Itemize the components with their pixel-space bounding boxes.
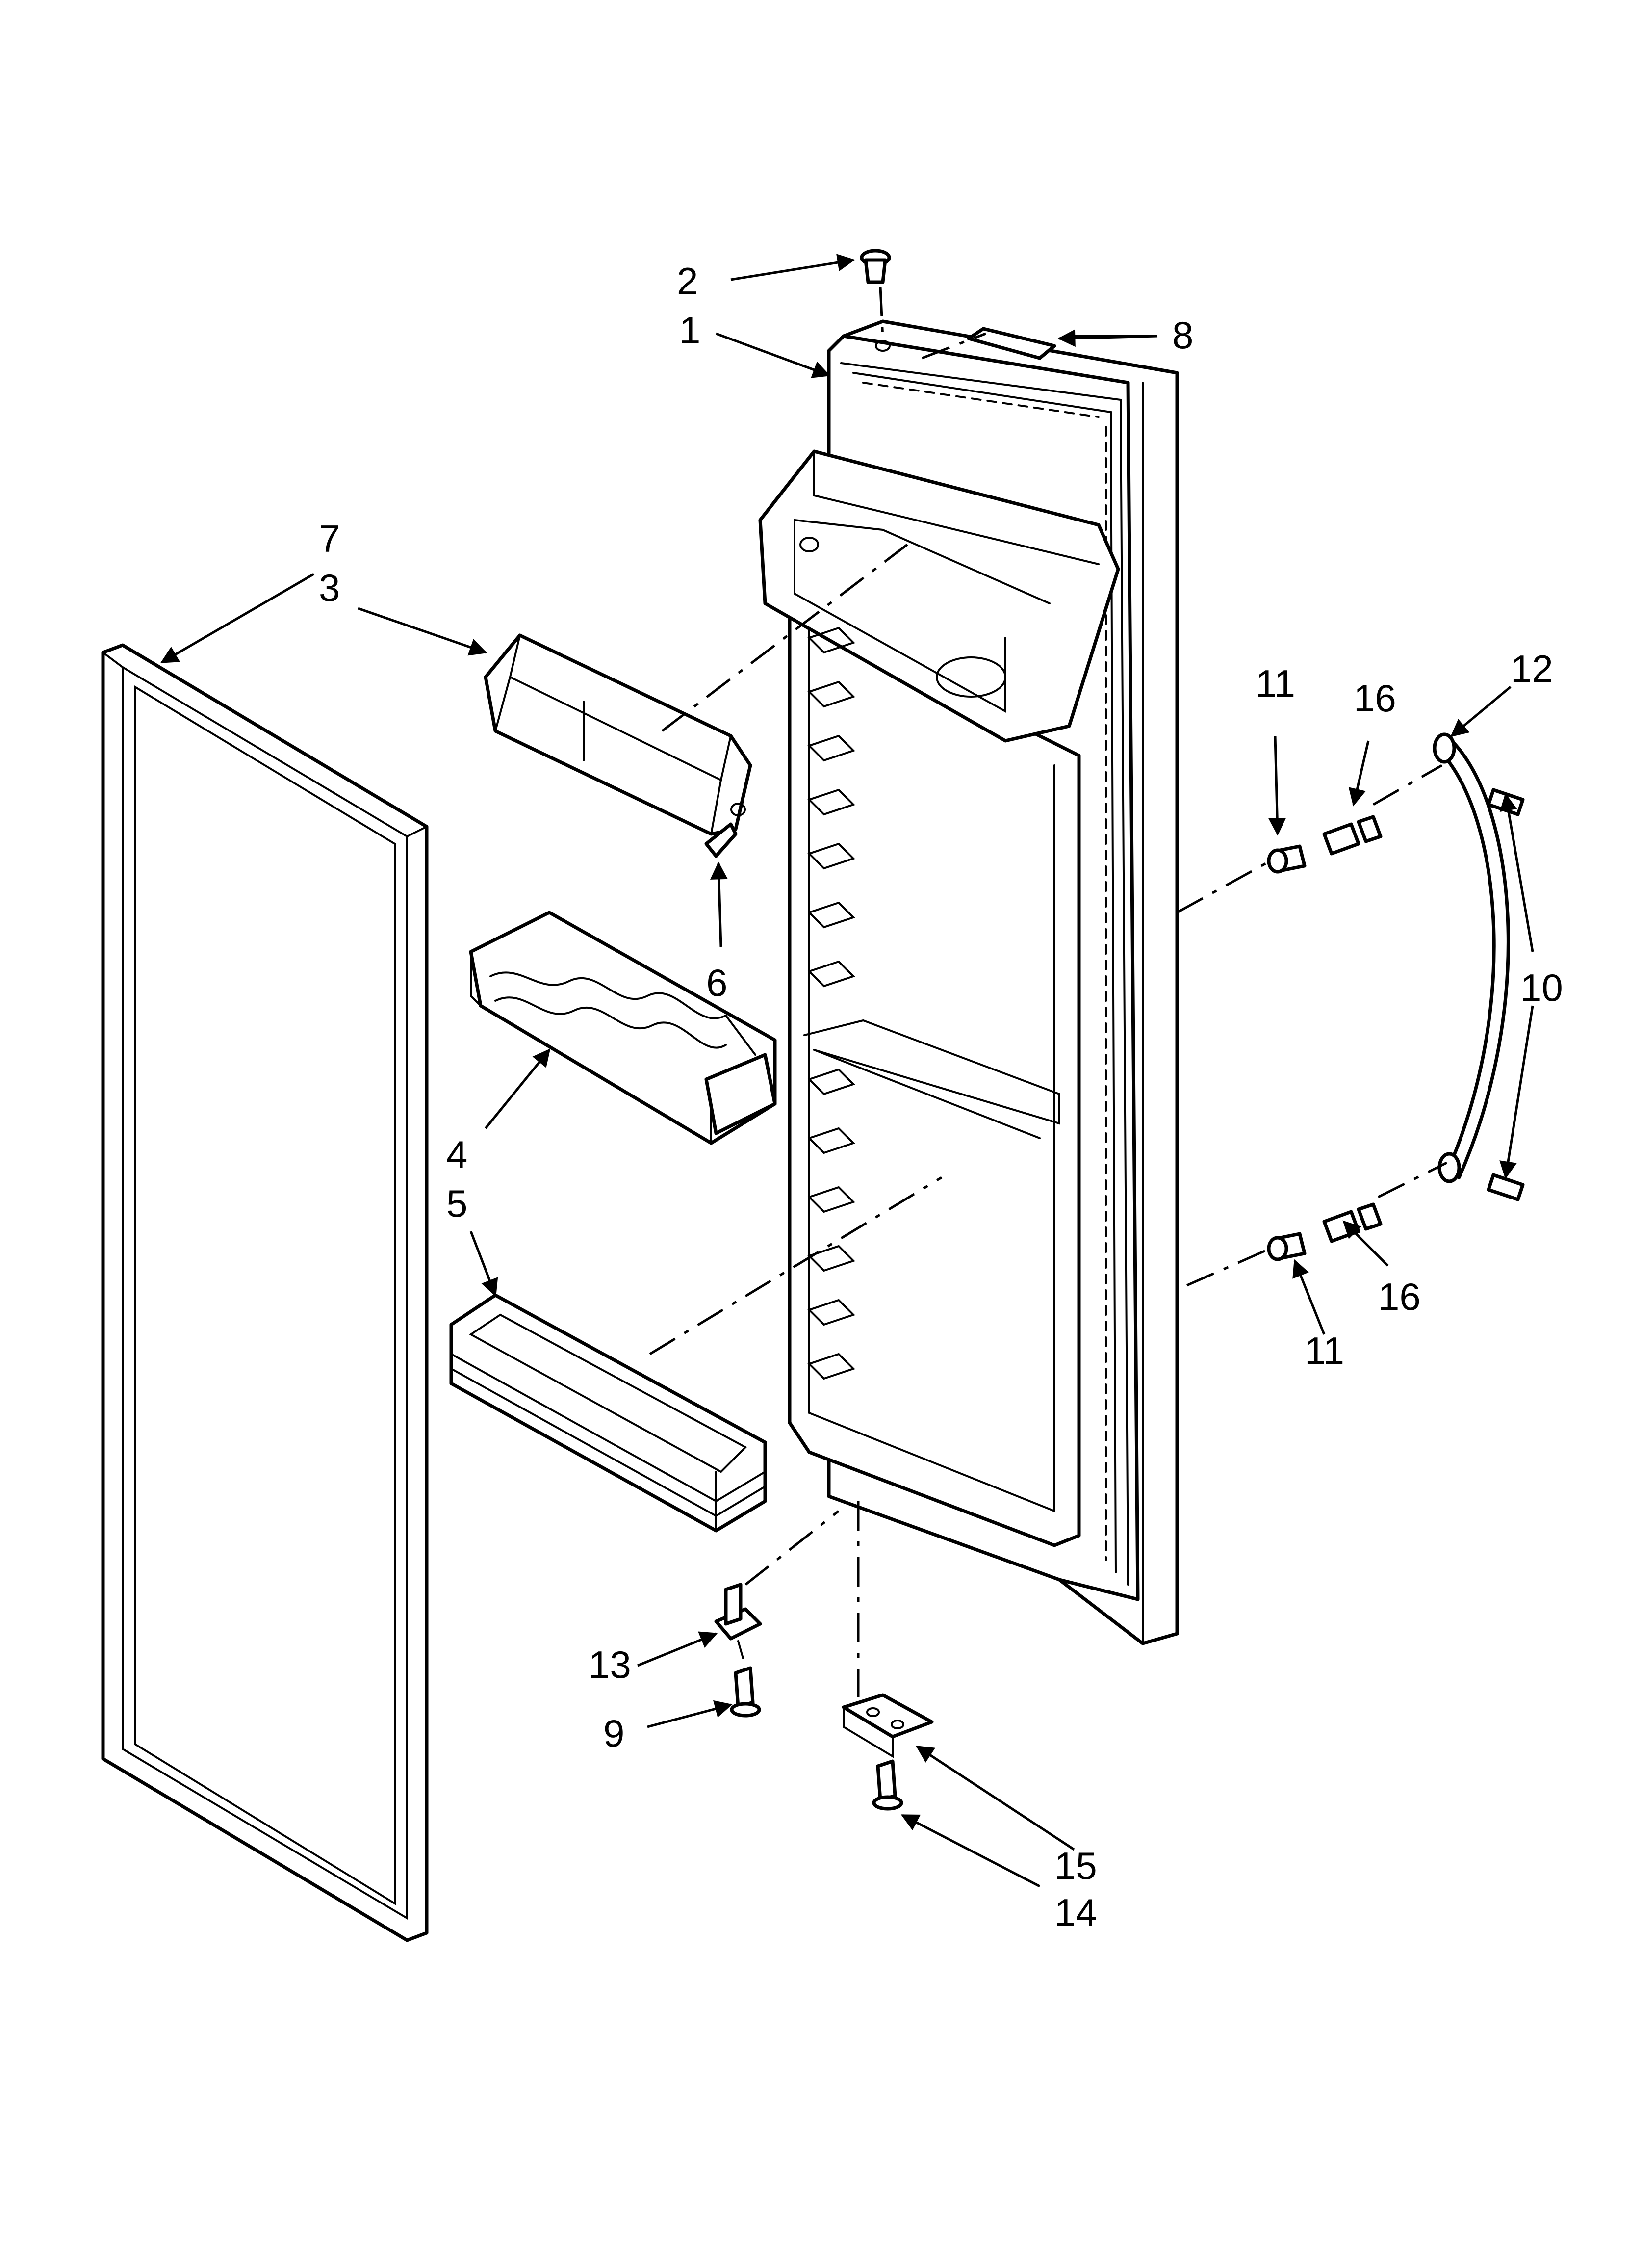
callout-15: 15 [1054, 1844, 1097, 1887]
handle [1433, 732, 1510, 1183]
callout-labels: 2 1 8 7 3 6 4 5 11 16 12 10 16 11 13 9 1… [319, 260, 1563, 1934]
hinge-bracket [842, 1693, 934, 1758]
callout-16-top: 16 [1354, 677, 1396, 720]
callout-3: 3 [319, 566, 340, 609]
hinge-pin [714, 1583, 762, 1659]
door-bin [449, 1293, 767, 1533]
callout-1: 1 [679, 309, 700, 352]
callout-2: 2 [677, 260, 698, 303]
callout-7: 7 [319, 517, 340, 560]
assembly-lines [649, 287, 1448, 1697]
screw-9 [730, 1666, 761, 1718]
callout-4: 4 [446, 1133, 467, 1176]
plug-part-2 [860, 249, 891, 284]
door-assembly [758, 319, 1179, 1645]
callout-5: 5 [446, 1182, 467, 1225]
door-gasket [101, 643, 429, 1942]
callout-11-bottom: 11 [1305, 1329, 1344, 1372]
callout-8: 8 [1172, 313, 1193, 357]
callout-14: 14 [1054, 1891, 1097, 1934]
callout-11-top: 11 [1256, 662, 1295, 705]
callout-10: 10 [1520, 966, 1563, 1009]
callout-6: 6 [706, 961, 727, 1004]
screws-16 [1322, 815, 1383, 1243]
spacers [1267, 844, 1307, 1261]
callout-16-bottom: 16 [1378, 1275, 1421, 1318]
callout-13: 13 [589, 1643, 631, 1686]
screw-14 [872, 1759, 903, 1811]
trim-part-8 [967, 327, 1056, 360]
callout-12: 12 [1511, 647, 1553, 690]
egg-tray [469, 911, 777, 1145]
callout-9: 9 [603, 1712, 624, 1755]
dispenser-cover [484, 633, 752, 858]
callout-leaders [160, 254, 1534, 1888]
